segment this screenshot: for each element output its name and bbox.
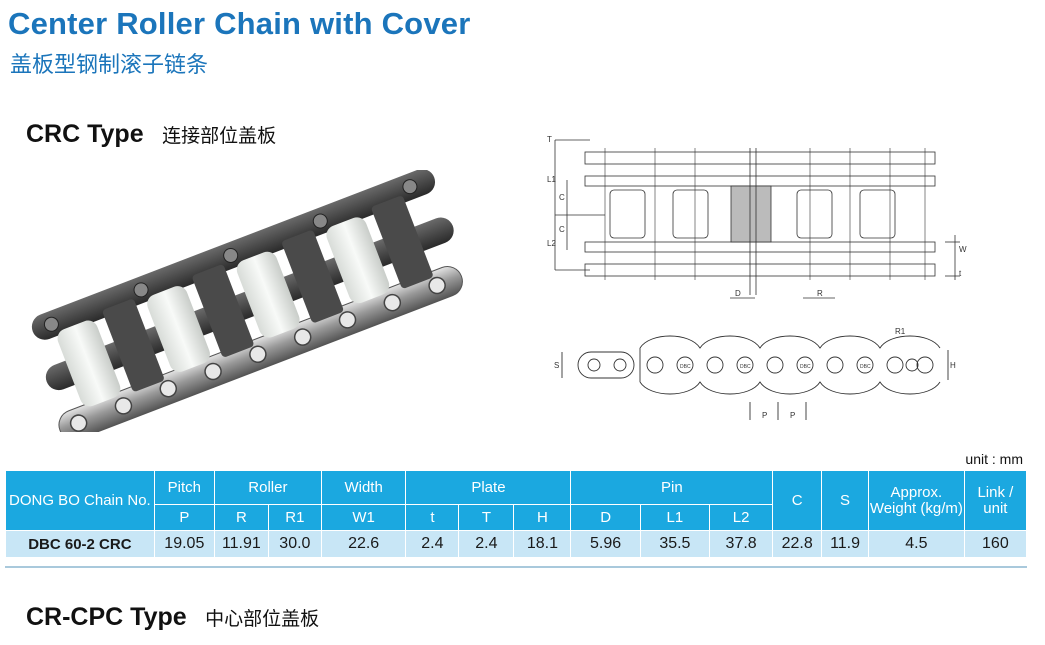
dim-label-R: R xyxy=(817,289,823,298)
cell-link: 160 xyxy=(963,530,1028,558)
header-width: Width xyxy=(320,470,407,505)
dim-label-P2: P xyxy=(790,411,795,420)
dim-label-D: D xyxy=(735,289,741,298)
header-d: D xyxy=(570,504,641,531)
cell-l1: 35.5 xyxy=(639,530,711,558)
header-r1: R1 xyxy=(267,504,322,531)
dim-label-C2: C xyxy=(559,225,565,234)
spec-table: DONG BO Chain No. Pitch Roller Width Pla… xyxy=(5,470,1028,558)
chain-photo xyxy=(31,170,463,432)
chain-side-view-drawing: S H R1 P P DBC DBC DBC DBC xyxy=(554,327,956,420)
dim-label-H: H xyxy=(950,361,956,370)
cell-r: 11.91 xyxy=(213,530,269,558)
section-cr-cpc-type: CR-CPC Type 中心部位盖板 xyxy=(26,603,319,632)
table-row: DBC 60-2 CRC 19.05 11.91 30.0 22.6 2.4 2… xyxy=(5,530,1028,558)
header-p: P xyxy=(153,504,215,531)
dim-label-W: W xyxy=(959,245,967,254)
cell-w1: 22.6 xyxy=(320,530,407,558)
table-bottom-rule xyxy=(5,566,1027,568)
dim-label-S: S xyxy=(554,361,559,370)
cell-d: 5.96 xyxy=(570,530,641,558)
cell-weight: 4.5 xyxy=(867,530,965,558)
header-l1: L1 xyxy=(639,504,711,531)
cell-p: 19.05 xyxy=(153,530,215,558)
header-t-small: t xyxy=(405,504,460,531)
dim-label-L2: L2 xyxy=(547,239,556,248)
header-t-big: T xyxy=(458,504,515,531)
section-title-cn: 中心部位盖板 xyxy=(205,608,320,630)
cell-h: 18.1 xyxy=(513,530,572,558)
cell-t-small: 2.4 xyxy=(405,530,460,558)
dim-label-C1: C xyxy=(559,193,565,202)
section-title: CR-CPC Type xyxy=(26,603,187,631)
header-roller: Roller xyxy=(213,470,322,505)
dim-label-t: t xyxy=(959,269,962,278)
section-title-cn: 连接部位盖板 xyxy=(162,125,277,147)
dbc-mark-1: DBC xyxy=(680,364,691,370)
dbc-mark-3: DBC xyxy=(800,364,811,370)
cell-t-big: 2.4 xyxy=(458,530,515,558)
dim-label-T: T xyxy=(547,135,552,144)
header-weight: Approx. Weight (kg/m) xyxy=(867,470,965,531)
unit-label: unit : mm xyxy=(965,451,1023,467)
dim-label-R1: R1 xyxy=(895,327,906,336)
dim-label-L1: L1 xyxy=(547,175,556,184)
section-title: CRC Type xyxy=(26,120,144,148)
dbc-mark-4: DBC xyxy=(860,364,871,370)
dbc-mark-2: DBC xyxy=(740,364,751,370)
cell-s: 11.9 xyxy=(821,530,869,558)
header-plate: Plate xyxy=(405,470,572,505)
header-link: Link / unit xyxy=(963,470,1028,531)
cell-l2: 37.8 xyxy=(709,530,774,558)
header-chain-no: DONG BO Chain No. xyxy=(5,470,155,531)
cell-c: 22.8 xyxy=(772,530,823,558)
cell-r1: 30.0 xyxy=(267,530,322,558)
header-r: R xyxy=(213,504,269,531)
page-title: Center Roller Chain with Cover xyxy=(8,6,471,41)
chain-top-view-drawing: T L1 C C L2 D R W t xyxy=(547,135,967,299)
header-l2: L2 xyxy=(709,504,774,531)
header-s: S xyxy=(821,470,869,531)
cell-chain-no: DBC 60-2 CRC xyxy=(5,530,155,558)
header-pitch: Pitch xyxy=(153,470,215,505)
page-subtitle-cn: 盖板型钢制滚子链条 xyxy=(10,53,209,78)
header-pin: Pin xyxy=(570,470,774,505)
header-c: C xyxy=(772,470,823,531)
header-w1: W1 xyxy=(320,504,407,531)
dim-label-P1: P xyxy=(762,411,767,420)
header-h: H xyxy=(513,504,572,531)
section-crc-type: CRC Type 连接部位盖板 xyxy=(26,120,276,149)
